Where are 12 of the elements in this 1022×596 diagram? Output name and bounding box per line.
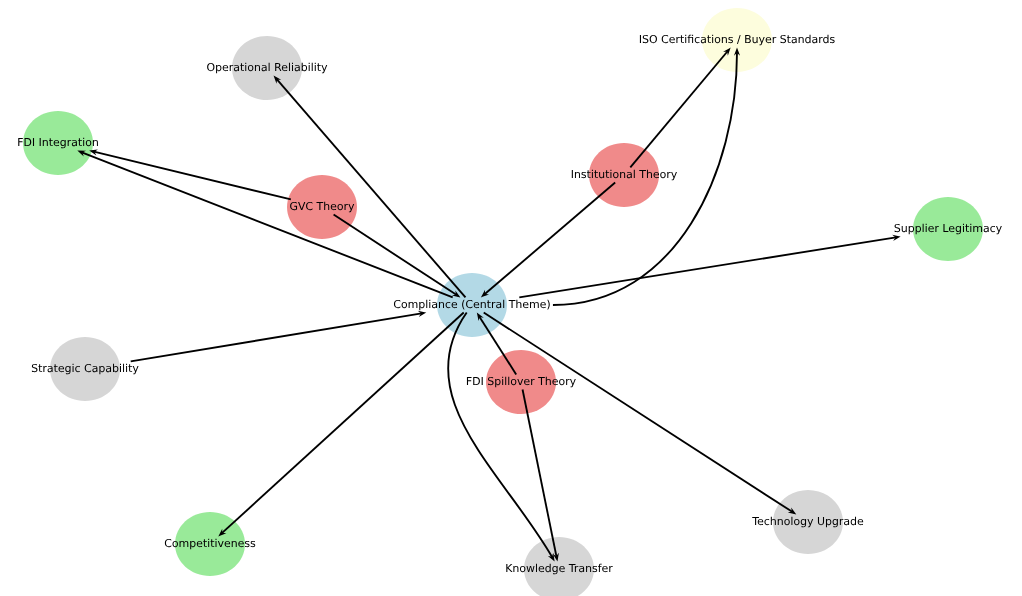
circle-node: Supplier Legitimacy	[894, 197, 1002, 261]
circle-node: FDI Spillover Theory	[466, 350, 576, 414]
circle-node: FDI Integration	[18, 111, 98, 175]
circle-node: Technology Upgrade	[752, 490, 864, 554]
circle-node: Compliance (Central Theme)	[393, 273, 550, 337]
circle-node: Strategic Capability	[31, 337, 139, 401]
circle-node: Institutional Theory	[571, 143, 677, 207]
circle-node: Competitiveness	[164, 512, 256, 576]
circle-node: ISO Certifications / Buyer Standards	[639, 8, 835, 72]
circle-node: Knowledge Transfer	[506, 537, 613, 596]
circle-node: Operational Reliability	[207, 36, 328, 100]
circle-node: GVC Theory	[287, 175, 357, 239]
